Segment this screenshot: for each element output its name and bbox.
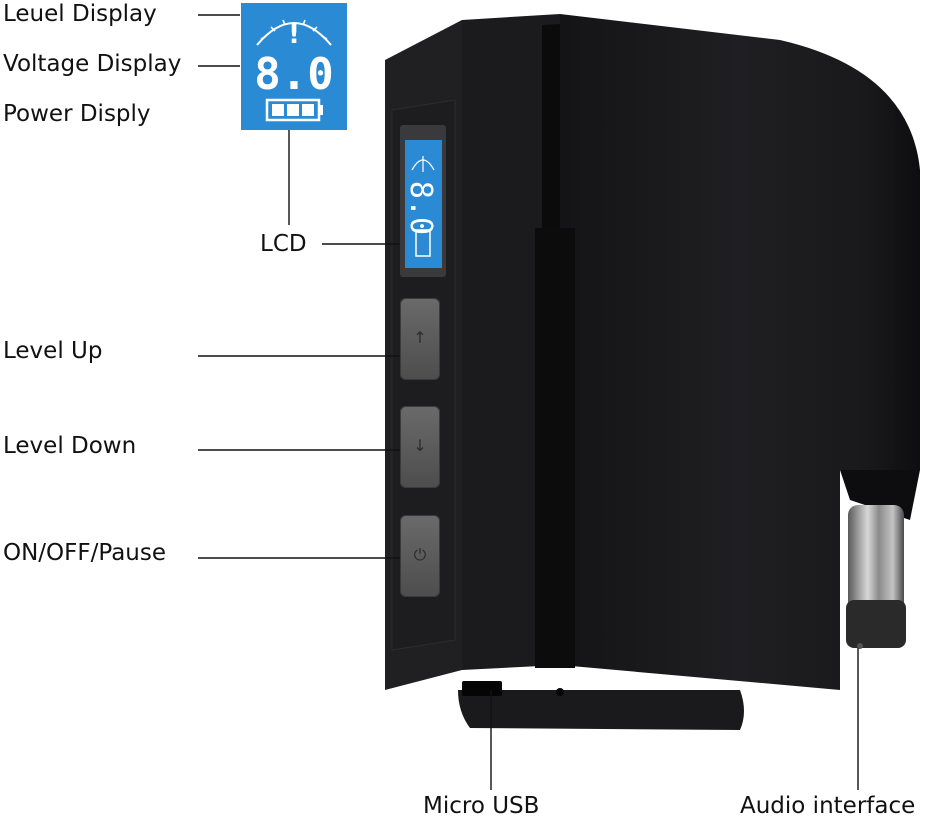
base-screw	[556, 688, 564, 696]
arrow-down-icon: ↓	[413, 436, 427, 455]
lcd-zoom-panel: ! 8.0	[241, 3, 347, 130]
label-lcd: LCD	[260, 231, 307, 257]
power-icon: ⏻	[413, 545, 427, 564]
power-button[interactable]: ⏻	[400, 515, 440, 597]
label-level-display: Leuel Display	[3, 1, 157, 27]
gauge-icon	[256, 19, 332, 46]
micro-usb-port	[462, 681, 502, 696]
level-up-button[interactable]: ↑	[400, 298, 440, 380]
level-down-button[interactable]: ↓	[400, 406, 440, 488]
label-power-display: Power Disply	[3, 101, 151, 127]
voltage-value: 8.0	[254, 49, 333, 100]
label-micro-usb: Micro USB	[423, 793, 540, 819]
label-level-up: Level Up	[3, 338, 103, 364]
label-audio-interface: Audio interface	[740, 793, 916, 819]
device-body-rear	[560, 14, 920, 690]
level-marker: !	[288, 20, 300, 50]
svg-text:8.0: 8.0	[403, 181, 438, 235]
label-level-down: Level Down	[3, 433, 137, 459]
device-base	[458, 690, 744, 730]
label-on-off-pause: ON/OFF/Pause	[3, 540, 167, 566]
arrow-up-icon: ↑	[413, 328, 427, 347]
label-voltage-display: Voltage Display	[3, 51, 182, 77]
battery-icon	[265, 98, 323, 122]
